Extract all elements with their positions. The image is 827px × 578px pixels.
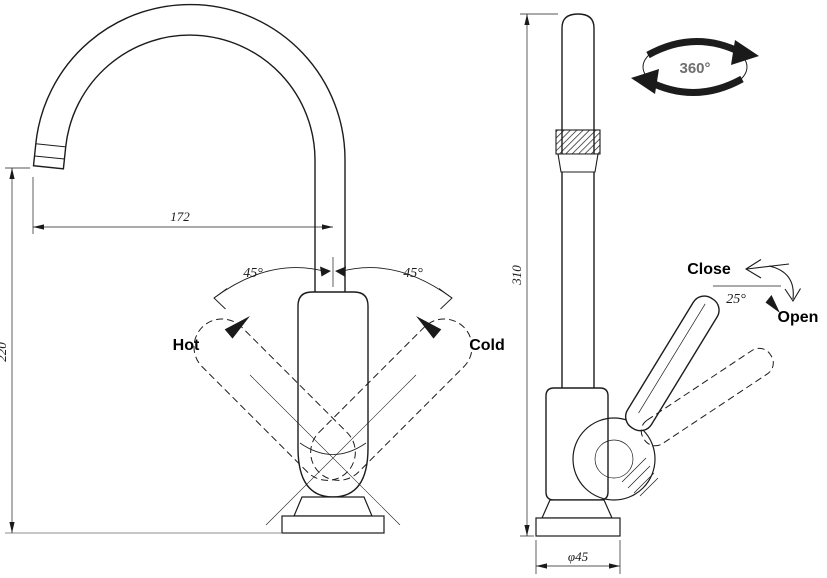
side-view: 310 φ45 Close Open 25° xyxy=(509,13,819,574)
handle-closed xyxy=(624,295,720,432)
open-rotation-arrow-head xyxy=(784,288,801,303)
open-label: Open xyxy=(778,309,819,326)
swing-arc-right-arrowhead xyxy=(335,266,346,277)
close-label: Close xyxy=(687,261,731,278)
dim-overall-height: 310 xyxy=(509,13,558,537)
angle-45-left: 45° xyxy=(243,266,263,281)
handle-open-dashed xyxy=(640,347,774,447)
open-arrow-icon xyxy=(765,295,780,313)
aerator-joint-line xyxy=(35,143,66,148)
rotation-arrow-top-icon xyxy=(646,38,744,59)
rotation-arrow-bottom-head xyxy=(631,69,659,94)
front-view: 172 220 45° 45° xyxy=(0,3,505,534)
ball-joint-inner xyxy=(594,439,634,479)
aerator-mid-line xyxy=(34,155,65,160)
open-rotation-arrow xyxy=(768,265,794,300)
centerline-left xyxy=(249,374,401,526)
swing-open-arrow-right-icon xyxy=(438,288,453,310)
open-close-annotation xyxy=(713,259,801,313)
base-flare-side xyxy=(541,499,613,519)
centerline-right xyxy=(265,374,417,526)
handle-swing-annotation: 45° 45° xyxy=(213,257,453,310)
open-angle: 25° xyxy=(726,292,746,307)
body-side xyxy=(545,387,609,501)
aerator-band xyxy=(555,129,601,155)
dim-spout-reach-value: 172 xyxy=(170,209,190,224)
spout-outline xyxy=(32,3,346,292)
swing-arc-right xyxy=(338,267,453,299)
aerator-tip xyxy=(557,153,599,173)
faucet-body xyxy=(297,291,369,498)
riser-pipe xyxy=(561,13,595,390)
rotation-360-indicator: 360° xyxy=(631,38,759,96)
cold-label: Cold xyxy=(469,337,505,354)
cold-arrow-icon xyxy=(416,316,442,339)
dim-height-value: 220 xyxy=(0,342,9,362)
swing-arc-left xyxy=(213,267,328,299)
ball-hatch xyxy=(621,457,659,497)
close-arrow-shaft xyxy=(746,263,790,270)
base-plate xyxy=(281,515,385,534)
swing-open-arrow-left-icon xyxy=(213,288,228,310)
rotation-label: 360° xyxy=(679,60,710,77)
base-flare xyxy=(293,496,373,517)
base-plate-side xyxy=(535,517,621,537)
hot-arrow-icon xyxy=(224,316,250,339)
ball-joint xyxy=(572,417,656,501)
hot-label: Hot xyxy=(173,337,200,354)
dim-height-to-spout: 220 xyxy=(0,167,281,534)
dim-overall-height-value: 310 xyxy=(509,265,524,286)
close-arrow-icon xyxy=(744,259,762,279)
dim-base-diameter: φ45 xyxy=(535,540,621,574)
angle-45-right: 45° xyxy=(403,266,423,281)
rotation-arrow-bottom-icon xyxy=(646,75,744,96)
rotation-arrow-top-head xyxy=(731,40,759,65)
dim-base-diameter-value: φ45 xyxy=(568,549,589,564)
dim-spout-reach: 172 xyxy=(32,177,333,234)
swing-arc-left-arrowhead xyxy=(320,266,331,277)
body-bowl-arc xyxy=(299,442,367,455)
